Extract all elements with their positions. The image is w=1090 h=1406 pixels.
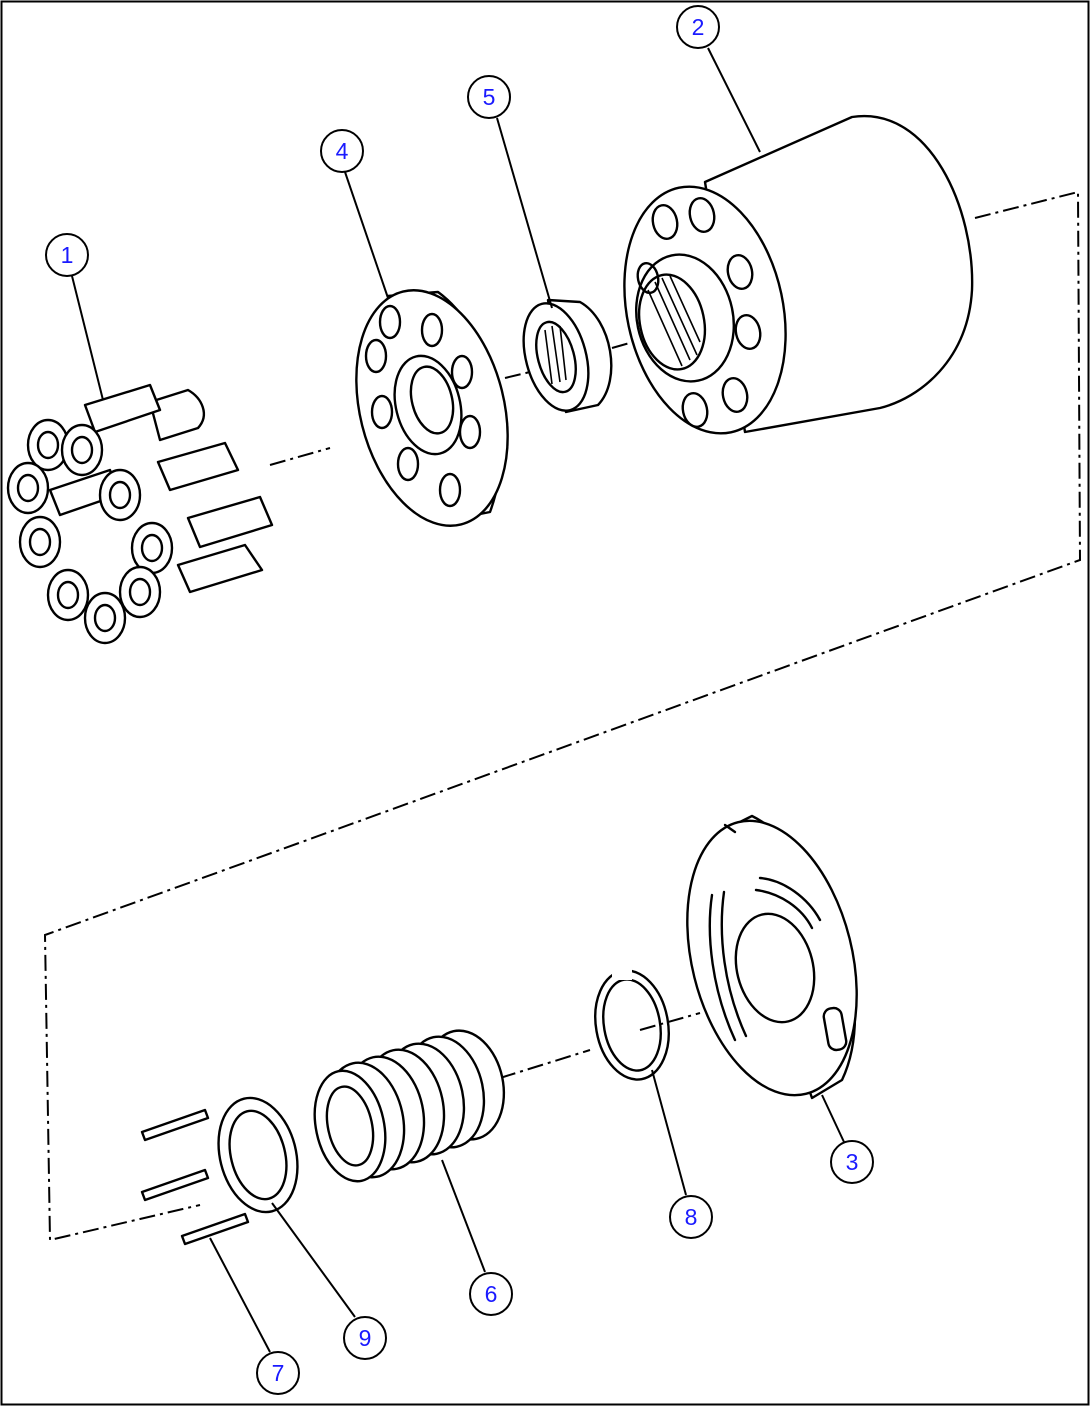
callout-2-label: 2 (692, 14, 705, 40)
callout-1: 1 (45, 233, 89, 277)
callout-7-label: 7 (272, 1360, 285, 1386)
callout-4-label: 4 (336, 138, 349, 164)
snap-ring (594, 966, 670, 1081)
callout-6-label: 6 (485, 1281, 498, 1307)
assembly-centerline (43, 190, 1082, 1242)
callout-6: 6 (469, 1272, 513, 1316)
valve-plate (686, 814, 858, 1100)
piston-assemblies (6, 383, 274, 645)
callout-9-label: 9 (359, 1325, 372, 1351)
pins (140, 1108, 250, 1246)
callout-8: 8 (669, 1195, 713, 1239)
callout-3: 3 (830, 1140, 874, 1184)
callout-7: 7 (256, 1351, 300, 1395)
callout-5-label: 5 (483, 84, 496, 110)
leader-lines (71, 47, 845, 1353)
callout-3-label: 3 (846, 1149, 859, 1175)
callout-9: 9 (343, 1316, 387, 1360)
retainer-plate (355, 289, 509, 527)
bearing (522, 298, 613, 414)
washer (217, 1096, 299, 1214)
cylinder-block (623, 114, 974, 435)
callout-4: 4 (320, 129, 364, 173)
spring (313, 1029, 506, 1183)
callout-5: 5 (467, 75, 511, 119)
callout-1-label: 1 (61, 242, 74, 268)
callout-8-label: 8 (685, 1204, 698, 1230)
callout-2: 2 (676, 5, 720, 49)
